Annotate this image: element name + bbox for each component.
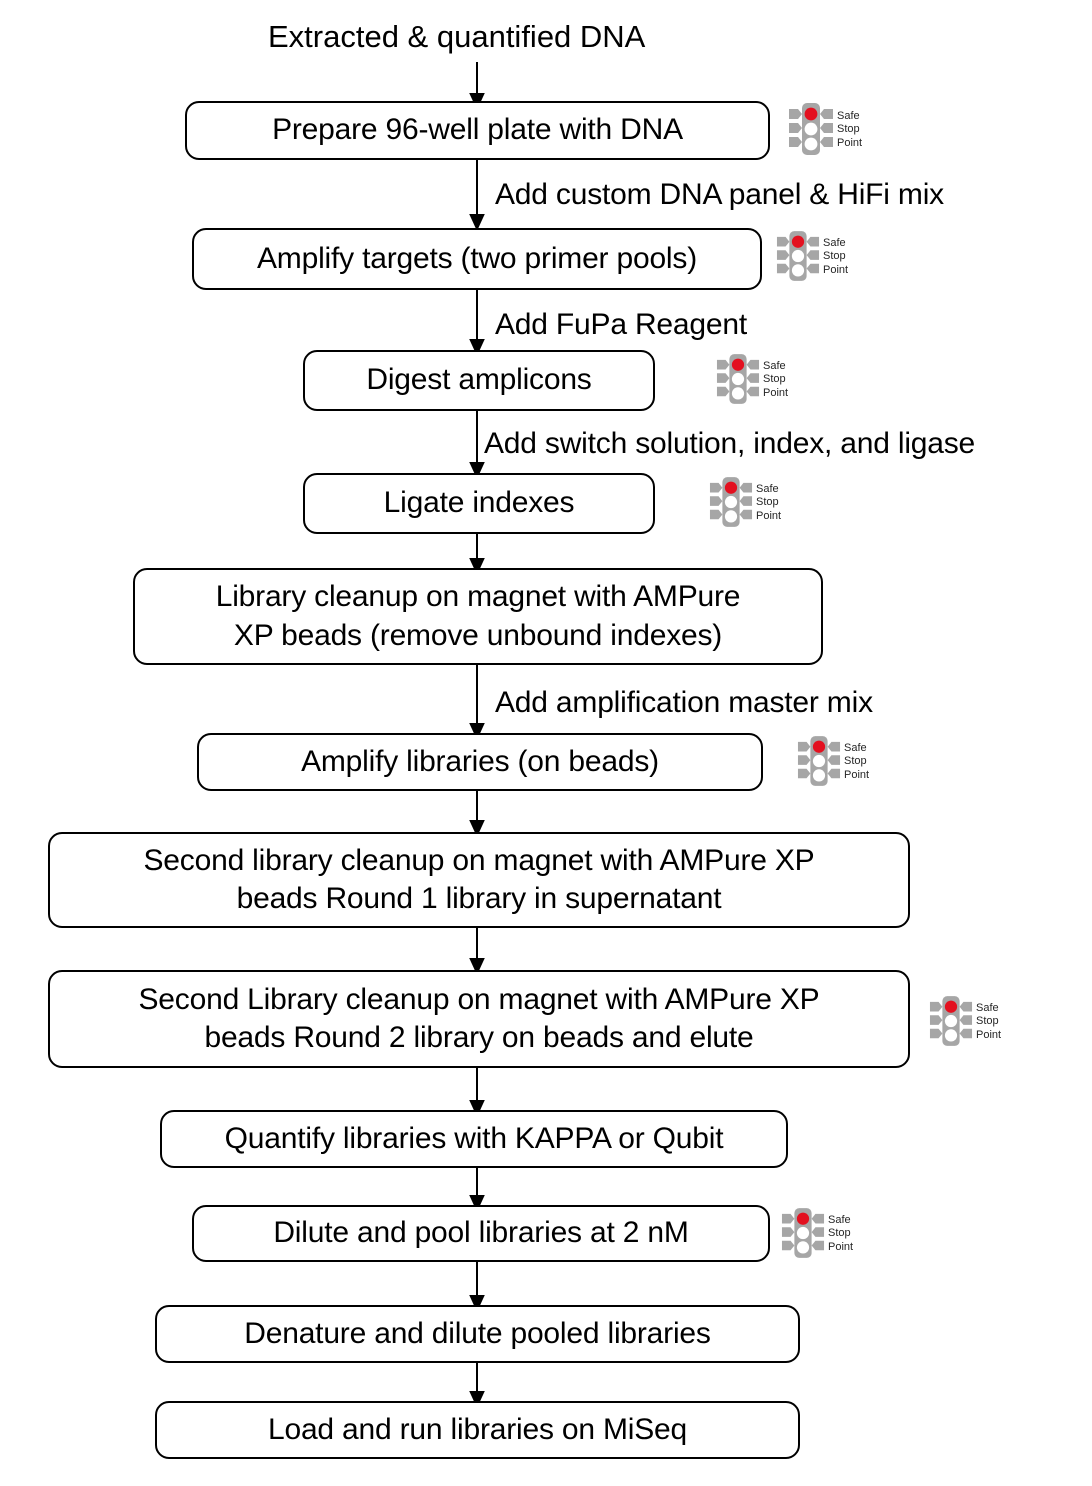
- flow-node-label: Library cleanup on magnet with AMPure XP…: [215, 580, 741, 652]
- safe-stop-point-text: Safe Stop Point: [837, 110, 862, 150]
- ssp-line-3: Point: [763, 386, 789, 399]
- flow-node-label: Quantify libraries with KAPPA or Qubit: [224, 1121, 724, 1155]
- ssp-line-3: Point: [823, 263, 849, 276]
- flow-node-label: Denature and dilute pooled libraries: [244, 1316, 711, 1350]
- safe-stop-point-marker-6: Safe Stop Point: [929, 994, 1001, 1050]
- flow-node-quantify-libraries[interactable]: Quantify libraries with KAPPA or Qubit: [160, 1110, 788, 1168]
- safe-stop-point-text: Safe Stop Point: [756, 483, 781, 523]
- flow-node-prepare-plate[interactable]: Prepare 96-well plate with DNA: [185, 101, 770, 160]
- ssp-line-2: Stop: [756, 496, 779, 509]
- flow-node-amplify-targets[interactable]: Amplify targets (two primer pools): [192, 228, 762, 290]
- safe-stop-point-text: Safe Stop Point: [763, 360, 788, 400]
- flow-node-digest-amplicons[interactable]: Digest amplicons: [303, 350, 655, 411]
- safe-stop-point-marker-7: Safe Stop Point: [781, 1206, 853, 1262]
- ssp-line-1: Safe: [837, 109, 860, 122]
- ssp-line-3: Point: [756, 509, 782, 522]
- flow-node-load-run-miseq[interactable]: Load and run libraries on MiSeq: [155, 1401, 800, 1459]
- ssp-line-1: Safe: [823, 236, 846, 249]
- flow-edge-label-add-amplification-mix: Add amplification master mix: [495, 686, 873, 719]
- traffic-light-icon: [716, 354, 760, 404]
- traffic-light-icon: [789, 103, 833, 155]
- safe-stop-point-text: Safe Stop Point: [828, 1214, 853, 1254]
- flow-edge-label-add-switch-solution: Add switch solution, index, and ligase: [484, 427, 976, 460]
- flow-node-label: Digest amplicons: [366, 363, 592, 397]
- flow-node-label: Amplify targets (two primer pools): [257, 241, 697, 275]
- flow-node-label: Dilute and pool libraries at 2 nM: [273, 1216, 689, 1250]
- flow-node-dilute-pool-libraries[interactable]: Dilute and pool libraries at 2 nM: [192, 1205, 770, 1262]
- ssp-line-2: Stop: [828, 1227, 851, 1240]
- traffic-light-icon: [929, 996, 973, 1046]
- ssp-line-1: Safe: [976, 1001, 999, 1014]
- ssp-line-3: Point: [837, 136, 863, 149]
- flow-node-label: Prepare 96-well plate with DNA: [272, 113, 683, 147]
- ssp-line-2: Stop: [837, 123, 860, 136]
- safe-stop-point-marker-5: Safe Stop Point: [797, 734, 869, 790]
- traffic-light-icon: [776, 231, 820, 281]
- flow-edge-label-add-fupa: Add FuPa Reagent: [495, 308, 747, 341]
- ssp-line-3: Point: [976, 1028, 1002, 1041]
- flow-node-amplify-libraries[interactable]: Amplify libraries (on beads): [197, 733, 763, 791]
- safe-stop-point-marker-2: Safe Stop Point: [776, 229, 848, 285]
- flow-node-label: Second Library cleanup on magnet with AM…: [138, 982, 820, 1054]
- ssp-line-1: Safe: [844, 741, 867, 754]
- safe-stop-point-text: Safe Stop Point: [844, 742, 869, 782]
- safe-stop-point-text: Safe Stop Point: [976, 1002, 1001, 1042]
- flow-node-label: Ligate indexes: [383, 486, 575, 520]
- ssp-line-2: Stop: [823, 250, 846, 263]
- ssp-line-3: Point: [828, 1240, 854, 1253]
- safe-stop-point-marker-4: Safe Stop Point: [709, 475, 781, 531]
- flow-node-library-cleanup[interactable]: Library cleanup on magnet with AMPure XP…: [133, 568, 823, 665]
- traffic-light-icon: [797, 736, 841, 786]
- ssp-line-1: Safe: [763, 359, 786, 372]
- ssp-line-2: Stop: [844, 755, 867, 768]
- flow-node-label: Amplify libraries (on beads): [301, 744, 659, 778]
- flow-node-denature-dilute[interactable]: Denature and dilute pooled libraries: [155, 1305, 800, 1363]
- flow-node-second-cleanup-round2[interactable]: Second Library cleanup on magnet with AM…: [48, 970, 910, 1068]
- ssp-line-1: Safe: [756, 482, 779, 495]
- traffic-light-icon: [781, 1208, 825, 1258]
- safe-stop-point-text: Safe Stop Point: [823, 237, 848, 277]
- flow-node-label: Load and run libraries on MiSeq: [267, 1412, 688, 1446]
- ssp-line-1: Safe: [828, 1213, 851, 1226]
- flow-node-second-cleanup-round1[interactable]: Second library cleanup on magnet with AM…: [48, 832, 910, 928]
- flow-edge-label-add-panel: Add custom DNA panel & HiFi mix: [495, 178, 944, 211]
- safe-stop-point-marker-1: Safe Stop Point: [788, 101, 862, 159]
- safe-stop-point-marker-3: Safe Stop Point: [716, 352, 788, 408]
- ssp-line-3: Point: [844, 768, 870, 781]
- flow-node-ligate-indexes[interactable]: Ligate indexes: [303, 473, 655, 534]
- ssp-line-2: Stop: [976, 1015, 999, 1028]
- traffic-light-icon: [709, 477, 753, 527]
- flow-start-label: Extracted & quantified DNA: [268, 19, 646, 54]
- ssp-line-2: Stop: [763, 373, 786, 386]
- flow-node-label: Second library cleanup on magnet with AM…: [143, 843, 815, 915]
